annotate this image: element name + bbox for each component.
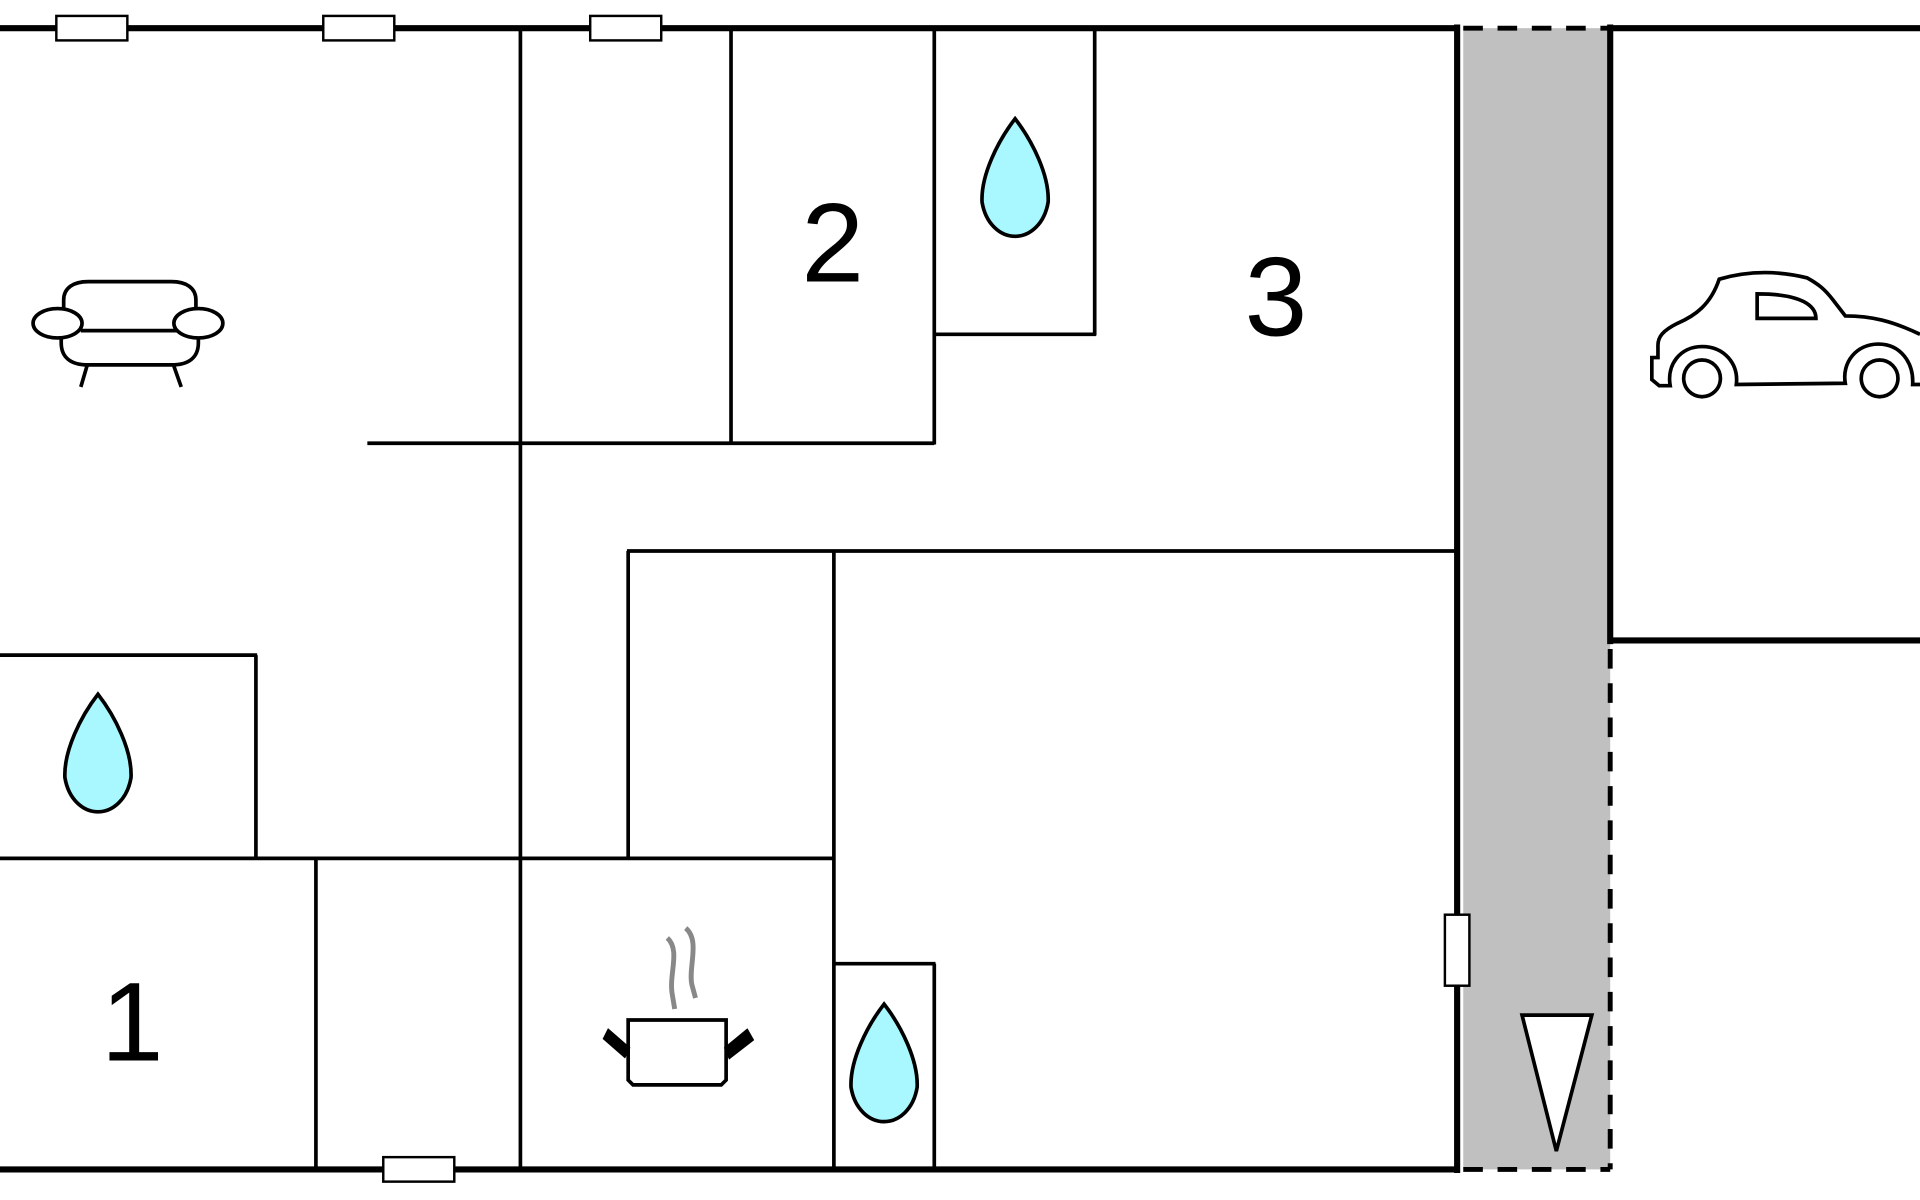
cooking-pot-icon [602,926,755,1087]
windows [55,14,1471,1183]
room-label-3: 3 [1245,234,1308,360]
dashed-boundary [1463,25,1613,1172]
window-icon [588,14,663,42]
sofa-icon [31,279,225,388]
room-label-1: 1 [101,958,164,1084]
window-icon [322,14,396,42]
car-icon [1650,270,1920,399]
corridor [1463,28,1611,1170]
water-drop-icon [980,115,1051,239]
exterior-walls [0,24,1920,1174]
window-icon [55,14,129,42]
water-drop-icon [849,1001,919,1124]
entrance-arrow-icon [1519,1013,1595,1152]
window-icon [1443,913,1471,987]
room-label-2: 2 [801,180,864,306]
water-drop-icon [63,691,133,814]
window-icon [382,1155,456,1183]
interior-walls [0,28,1455,1170]
